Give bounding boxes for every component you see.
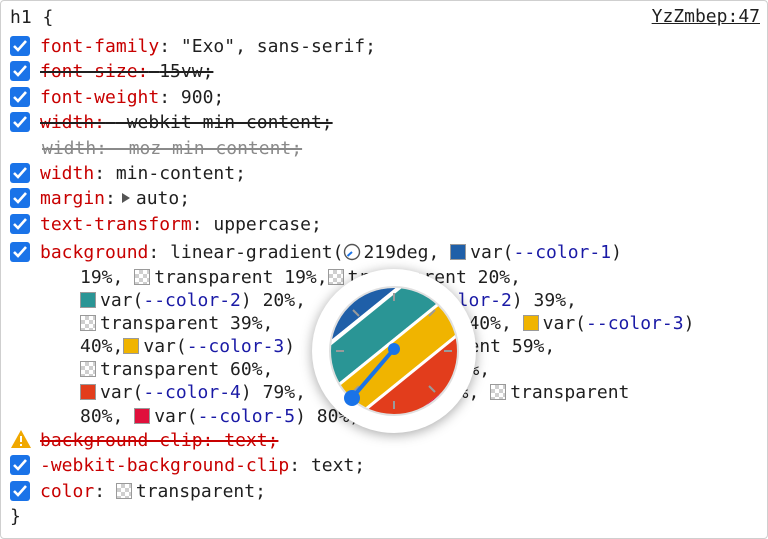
- prop-value[interactable]: auto;: [135, 188, 191, 209]
- prop-value[interactable]: uppercase;: [213, 214, 322, 235]
- prop-name[interactable]: width: [40, 163, 95, 184]
- rule-closing-brace: }: [10, 506, 21, 527]
- checkbox-webkit-background-clip[interactable]: [10, 455, 30, 475]
- transparent-swatch[interactable]: [327, 269, 344, 285]
- prop-value[interactable]: text;: [310, 455, 366, 476]
- color-swatch-3b[interactable]: [123, 338, 140, 354]
- checkbox-font-weight[interactable]: [10, 87, 30, 107]
- angle-value[interactable]: 219deg,: [363, 242, 440, 263]
- gradient-line-4: transparent 39%, 40%, var(--color-3): [80, 311, 694, 336]
- invalid-declaration[interactable]: background-clip: text;: [40, 430, 279, 451]
- angle-picker-popover[interactable]: [303, 260, 485, 442]
- color-swatch-2[interactable]: [80, 292, 96, 308]
- prop-value[interactable]: min-content;: [115, 163, 246, 184]
- decl-font-weight: font-weight: 900;: [10, 85, 224, 110]
- transparent-swatch[interactable]: [115, 483, 132, 499]
- gradient-line-3: var(--color-2) 20%, --color-2) 39%,: [80, 288, 577, 313]
- color-swatch-4[interactable]: [80, 384, 96, 400]
- checkbox-width-webkit[interactable]: [10, 112, 30, 132]
- prop-name[interactable]: -webkit-background-clip: [40, 455, 290, 476]
- transparent-swatch[interactable]: [80, 361, 96, 377]
- angle-picker-dial[interactable]: [303, 260, 485, 442]
- angle-clock-icon[interactable]: [343, 243, 361, 261]
- var-func: var(: [470, 242, 514, 263]
- prop-name[interactable]: font-weight: [40, 87, 160, 108]
- prop-value[interactable]: transparent;: [135, 481, 266, 502]
- checkbox-font-family[interactable]: [10, 36, 30, 56]
- var-close: ): [611, 242, 622, 263]
- var-name[interactable]: --color-4: [143, 382, 241, 403]
- decl-background: background: linear-gradient(219deg, var(…: [10, 240, 622, 265]
- var-name[interactable]: --color-5: [197, 406, 296, 427]
- decl-width: width: min-content;: [10, 161, 246, 186]
- var-name[interactable]: --color-2: [143, 290, 241, 311]
- prop-name[interactable]: font-size:: [40, 61, 149, 82]
- checkbox-background[interactable]: [10, 242, 30, 262]
- checkbox-margin[interactable]: [10, 188, 30, 208]
- transparent-swatch[interactable]: [80, 315, 96, 331]
- decl-margin: margin:auto;: [10, 186, 190, 211]
- prop-value[interactable]: "Exo", sans-serif;: [180, 36, 376, 57]
- warning-triangle-icon[interactable]: [10, 429, 32, 449]
- checkbox-width[interactable]: [10, 163, 30, 183]
- rule-selector: h1 {: [10, 7, 54, 28]
- color-swatch-5[interactable]: [134, 408, 151, 424]
- prop-value[interactable]: 15vw;: [159, 61, 214, 82]
- expand-triangle-icon[interactable]: [121, 193, 130, 203]
- color-swatch-3[interactable]: [522, 315, 539, 331]
- prop-name[interactable]: background: [40, 242, 149, 263]
- checkbox-color[interactable]: [10, 481, 30, 501]
- decl-color: color: transparent;: [10, 479, 266, 504]
- var-name[interactable]: --color-3: [586, 313, 684, 334]
- transparent-swatch[interactable]: [490, 384, 507, 400]
- checkbox-text-transform[interactable]: [10, 214, 30, 234]
- source-link[interactable]: YzZmbep:47: [651, 6, 760, 27]
- decl-width-moz: width: -moz-min-content;: [42, 136, 302, 161]
- decl-webkit-background-clip: -webkit-background-clip: text;: [10, 453, 365, 478]
- prop-name[interactable]: width:: [40, 112, 106, 133]
- prop-name[interactable]: text-transform: [40, 214, 192, 235]
- invalid-declaration[interactable]: width: -moz-min-content;: [42, 138, 303, 159]
- prop-value[interactable]: 900;: [180, 87, 225, 108]
- gradient-function: linear-gradient(: [170, 242, 344, 263]
- decl-width-webkit: width: -webkit-min-content;: [10, 110, 333, 135]
- decl-font-size: font-size: 15vw;: [10, 59, 213, 84]
- transparent-swatch[interactable]: [134, 269, 151, 285]
- prop-value[interactable]: -webkit-min-content;: [115, 112, 333, 133]
- var-name[interactable]: --color-1: [513, 242, 612, 263]
- decl-font-family: font-family: "Exo", sans-serif;: [10, 34, 376, 59]
- checkbox-font-size[interactable]: [10, 61, 30, 81]
- var-name[interactable]: --color-3: [186, 336, 285, 357]
- prop-name[interactable]: color: [40, 481, 95, 502]
- decl-background-clip: background-clip: text;: [10, 428, 278, 453]
- color-swatch-1[interactable]: [450, 244, 467, 260]
- prop-name[interactable]: font-family: [40, 36, 160, 57]
- decl-text-transform: text-transform: uppercase;: [10, 212, 322, 237]
- prop-name[interactable]: margin: [40, 188, 106, 209]
